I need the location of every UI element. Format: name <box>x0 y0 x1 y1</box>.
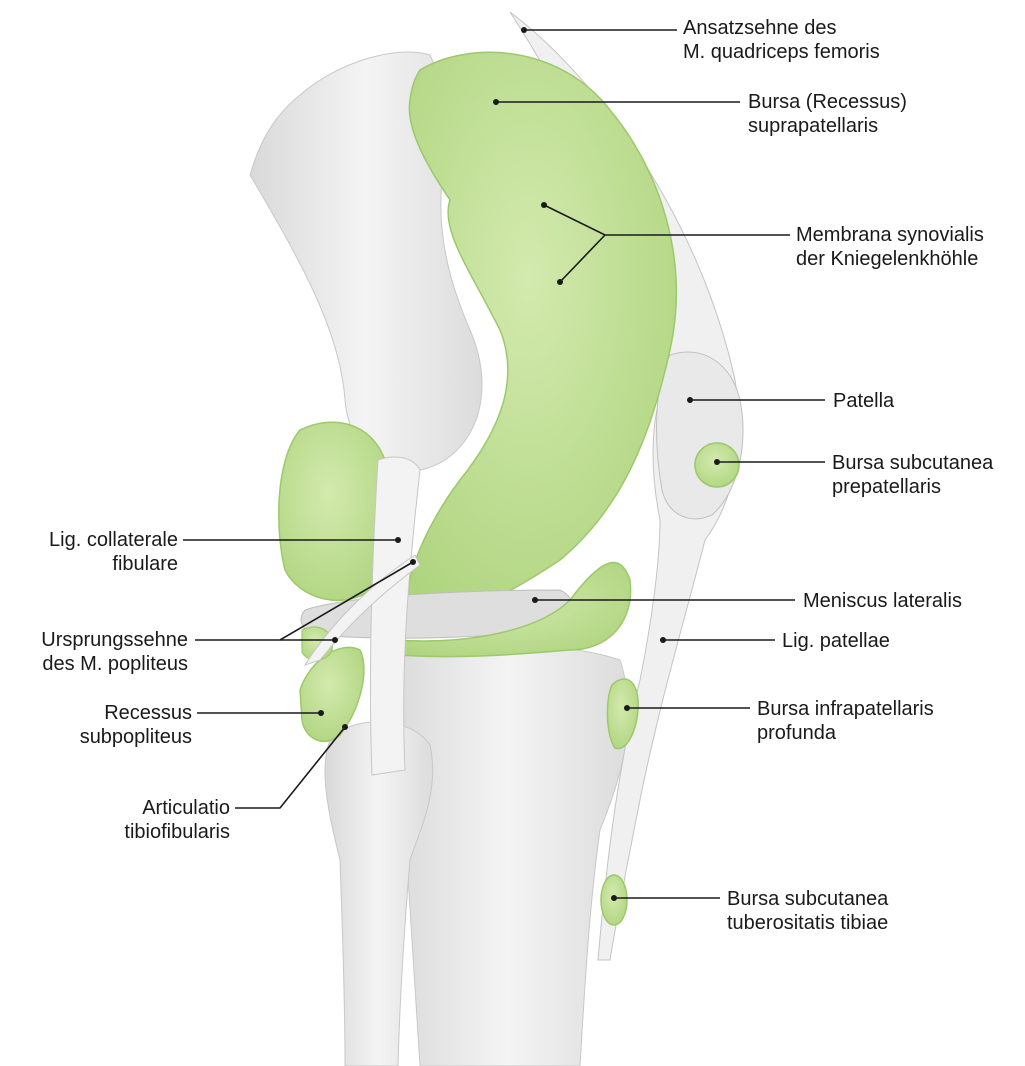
dot-quadriceps <box>521 27 527 33</box>
label-synovialis: Membrana synovialis der Kniegelenkhöhle <box>796 223 984 271</box>
dot-synovialis-b <box>557 279 563 285</box>
label-tibiofibularis-line2: tibiofibularis <box>124 820 230 844</box>
dot-meniscus <box>532 597 538 603</box>
label-collaterale-line1: Lig. collaterale <box>49 528 178 552</box>
dot-collaterale <box>395 537 401 543</box>
label-quadriceps-line1: Ansatzsehne des <box>683 16 880 40</box>
label-suprapatellar: Bursa (Recessus) suprapatellaris <box>748 90 907 138</box>
label-meniscus: Meniscus lateralis <box>803 589 962 613</box>
dot-infrapatellar <box>624 705 630 711</box>
label-subpopliteus-line1: Recessus <box>80 701 192 725</box>
label-prepatellar: Bursa subcutanea prepatellaris <box>832 451 993 499</box>
dot-tibiofibularis <box>342 724 348 730</box>
label-collaterale-line2: fibulare <box>49 552 178 576</box>
label-popliteus-line2: des M. popliteus <box>41 652 188 676</box>
label-subpopliteus: Recessus subpopliteus <box>80 701 192 749</box>
label-lig-patellae-line1: Lig. patellae <box>782 629 890 653</box>
label-meniscus-line1: Meniscus lateralis <box>803 589 962 613</box>
label-lig-patellae: Lig. patellae <box>782 629 890 653</box>
label-subpopliteus-line2: subpopliteus <box>80 725 192 749</box>
dot-lig-patellae <box>660 637 666 643</box>
label-infrapatellar-line2: profunda <box>757 721 934 745</box>
patella-shape <box>657 352 743 519</box>
label-suprapatellar-line1: Bursa (Recessus) <box>748 90 907 114</box>
dot-tuberositas <box>611 895 617 901</box>
dot-popliteus-a <box>410 559 416 565</box>
label-synovialis-line1: Membrana synovialis <box>796 223 984 247</box>
label-collaterale: Lig. collaterale fibulare <box>49 528 178 576</box>
label-tibiofibularis: Articulatio tibiofibularis <box>124 796 230 844</box>
dot-suprapatellar <box>493 99 499 105</box>
label-suprapatellar-line2: suprapatellaris <box>748 114 907 138</box>
dot-patella <box>687 397 693 403</box>
label-tuberositas-line2: tuberositatis tibiae <box>727 911 888 935</box>
label-tuberositas-line1: Bursa subcutanea <box>727 887 888 911</box>
dot-prepatellar <box>714 459 720 465</box>
label-synovialis-line2: der Kniegelenkhöhle <box>796 247 984 271</box>
label-infrapatellar: Bursa infrapatellaris profunda <box>757 697 934 745</box>
dot-synovialis-a <box>541 202 547 208</box>
dot-subpopliteus <box>318 710 324 716</box>
dot-popliteus-b <box>332 637 338 643</box>
label-tibiofibularis-line1: Articulatio <box>124 796 230 820</box>
label-prepatellar-line1: Bursa subcutanea <box>832 451 993 475</box>
label-patella-line1: Patella <box>833 389 894 413</box>
label-prepatellar-line2: prepatellaris <box>832 475 993 499</box>
label-popliteus: Ursprungssehne des M. popliteus <box>41 628 188 676</box>
label-popliteus-line1: Ursprungssehne <box>41 628 188 652</box>
label-infrapatellar-line1: Bursa infrapatellaris <box>757 697 934 721</box>
label-quadriceps-line2: M. quadriceps femoris <box>683 40 880 64</box>
label-quadriceps: Ansatzsehne des M. quadriceps femoris <box>683 16 880 64</box>
label-patella: Patella <box>833 389 894 413</box>
label-tuberositas: Bursa subcutanea tuberositatis tibiae <box>727 887 888 935</box>
tibia-shape <box>387 643 629 1066</box>
